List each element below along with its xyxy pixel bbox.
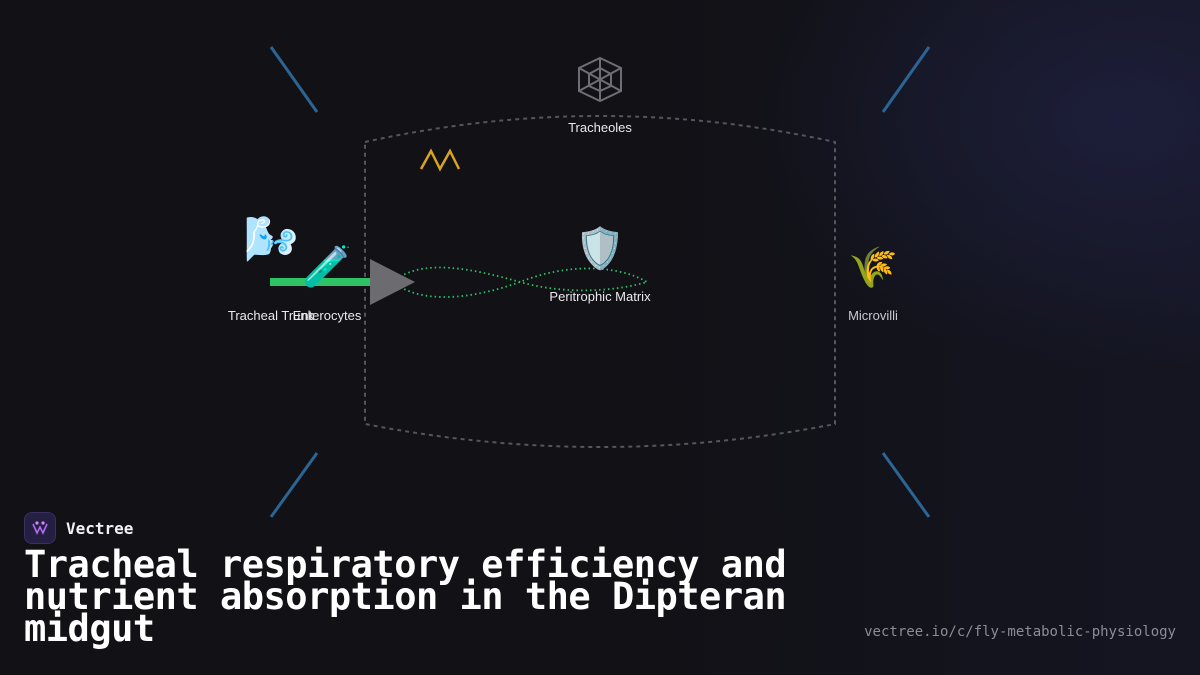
wind-face-icon: 🌬️	[243, 214, 299, 265]
peritrophic-matrix-label: Peritrophic Matrix	[549, 289, 651, 304]
oxygen-wave-icon	[419, 148, 461, 172]
corner-line-bottom-right	[881, 452, 931, 518]
corner-line-bottom-left	[269, 452, 319, 518]
shield-icon: 🛡️	[575, 226, 625, 272]
test-tube-icon: 🧪	[302, 244, 352, 290]
corner-line-top-left	[269, 46, 319, 113]
vectree-logo-icon	[24, 512, 56, 544]
midgut-frame	[364, 115, 836, 448]
absorption-helix	[391, 266, 650, 298]
brand-name: Vectree	[66, 518, 134, 538]
microvilli-label: Microvilli	[848, 308, 898, 323]
source-url[interactable]: vectree.io/c/fly-metabolic-physiology	[864, 624, 1176, 640]
page-title: Tracheal respiratory efficiency and nutr…	[24, 543, 787, 650]
tracheoles-label: Tracheoles	[568, 120, 632, 135]
transport-arrow-bar	[270, 278, 372, 286]
brand[interactable]: Vectree	[24, 512, 133, 544]
corner-line-top-right	[881, 46, 931, 113]
enterocytes-label: Enterocytes	[292, 308, 362, 323]
web-icon	[578, 56, 622, 103]
tracheal-trunk-label: Tracheal Trunk	[227, 308, 315, 323]
transport-arrow-head	[370, 259, 415, 305]
sheaf-icon: 🌾	[848, 245, 898, 291]
